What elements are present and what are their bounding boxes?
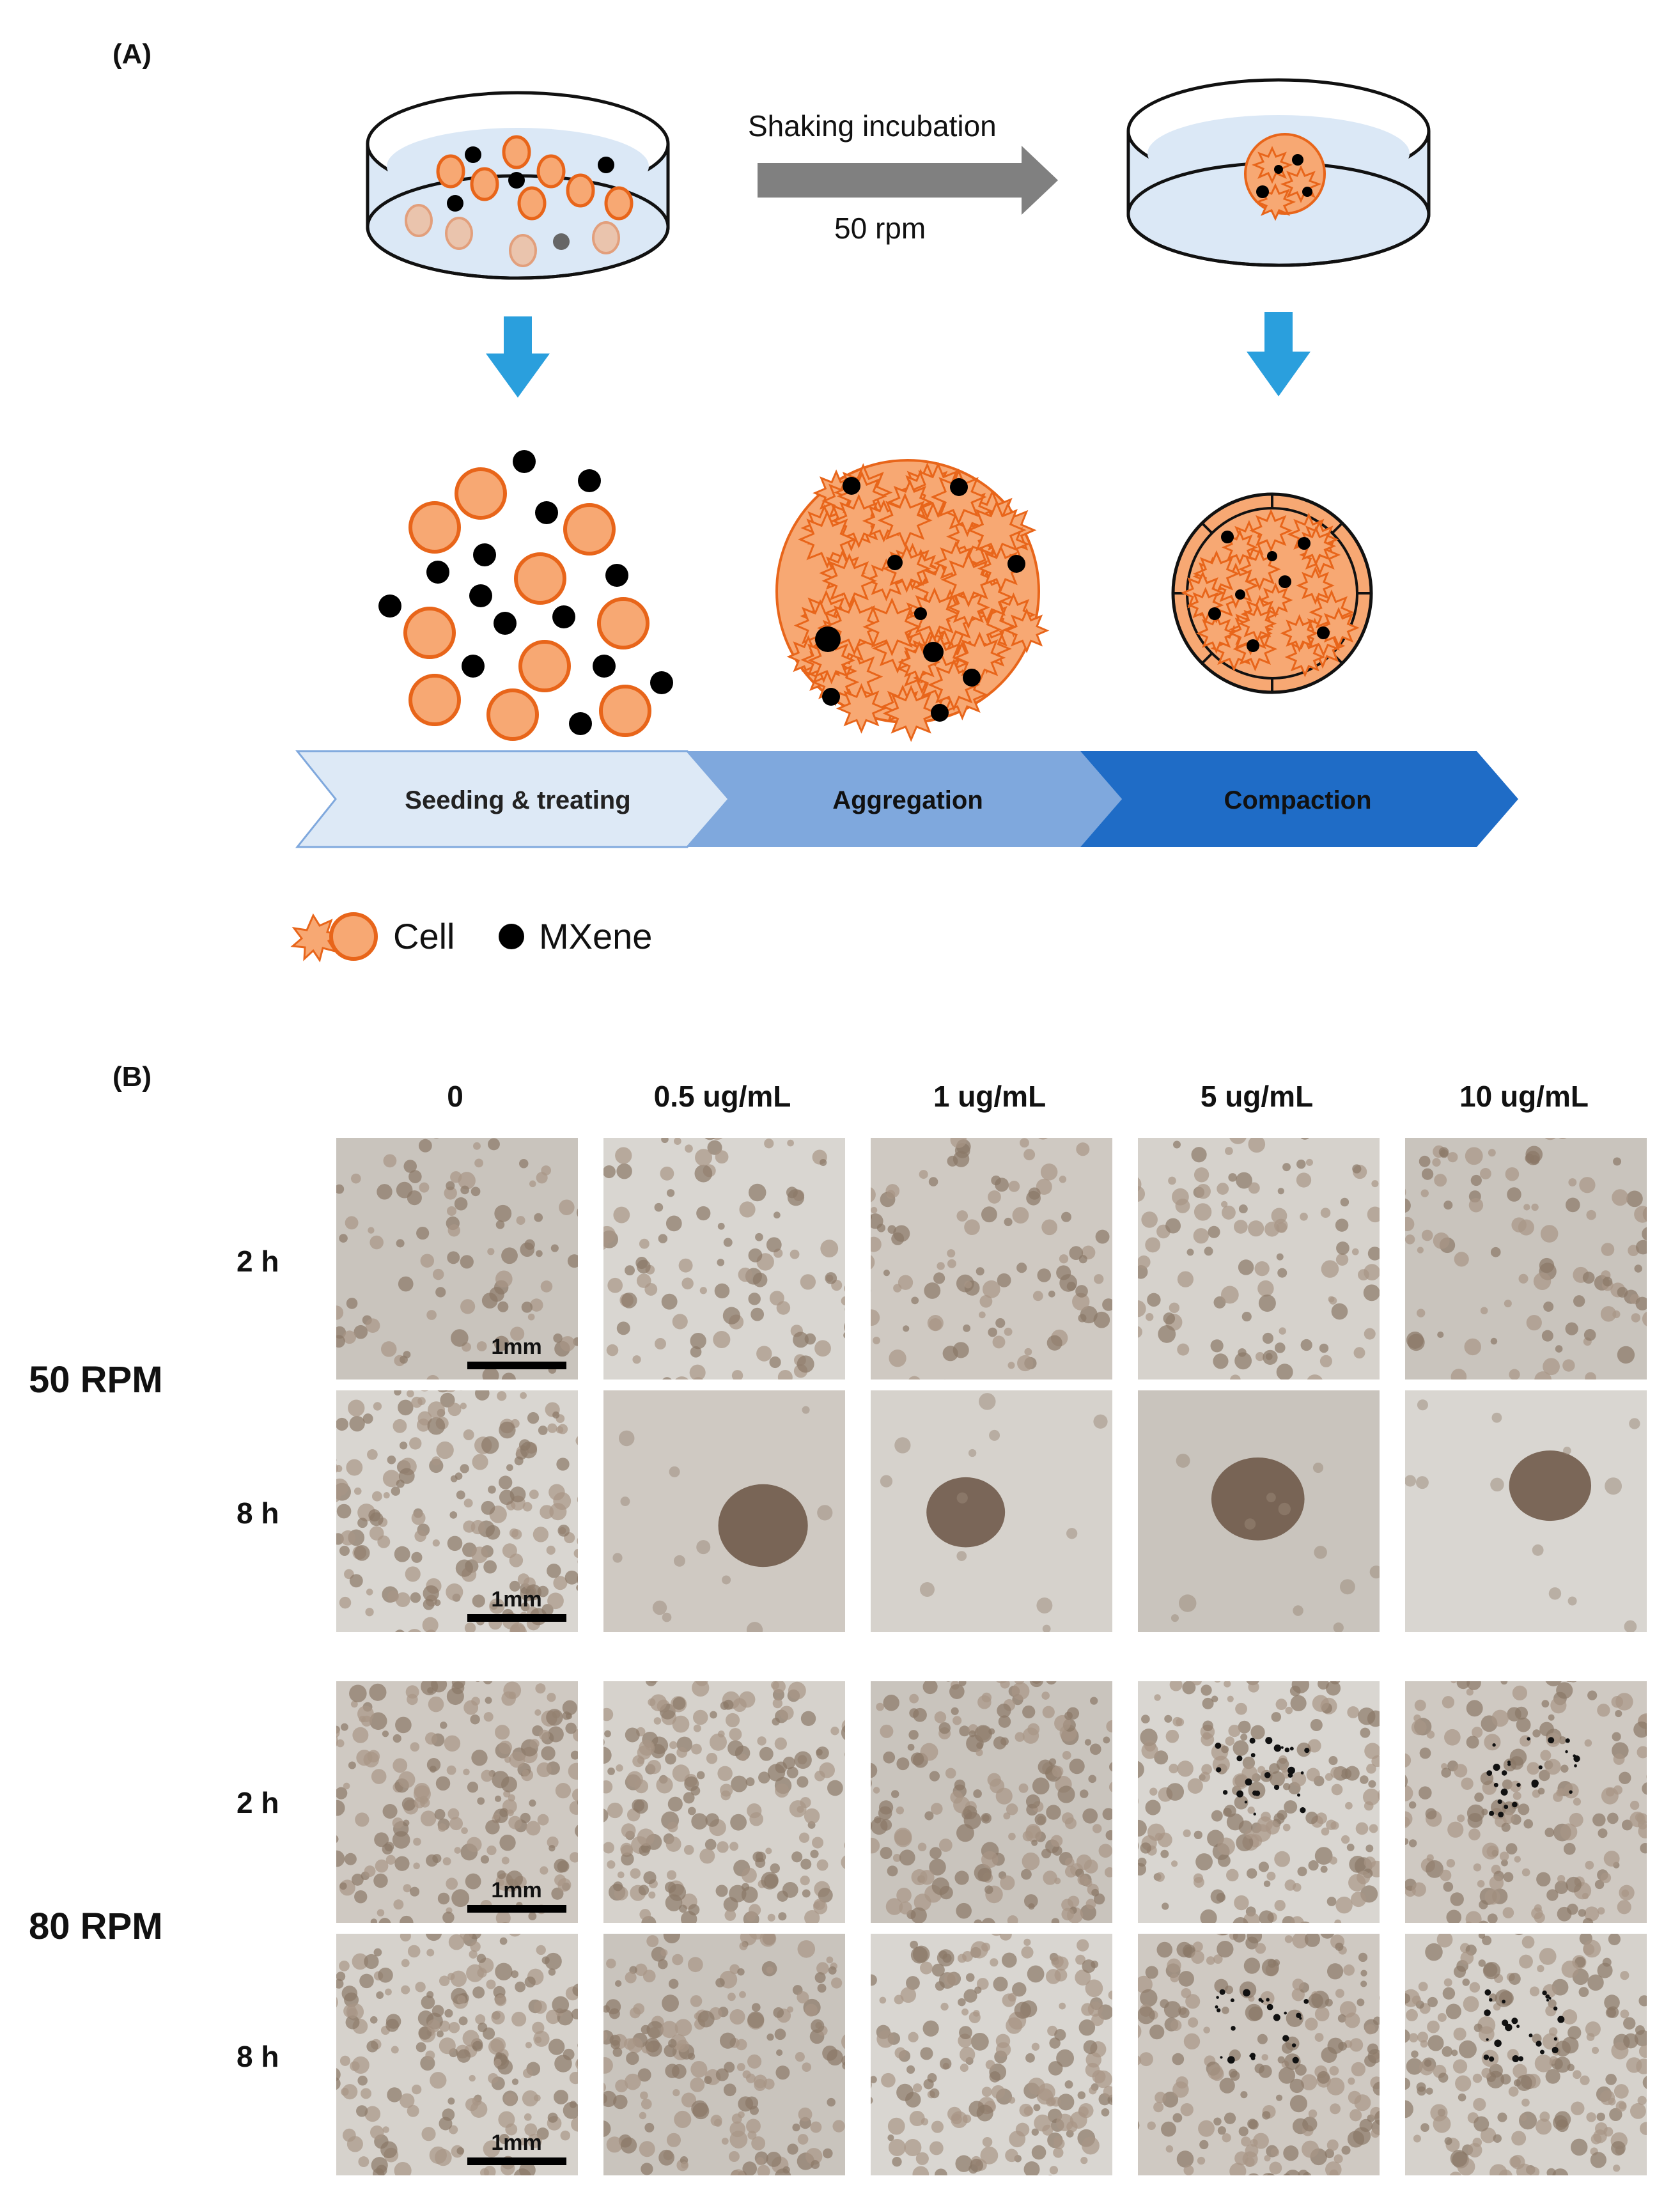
column-label-0-5: 0.5 ug/mL	[653, 1080, 791, 1113]
cell-burst	[877, 492, 933, 548]
cell-burst	[946, 586, 990, 630]
panel-a-label: (A)	[113, 38, 152, 70]
micrograph-r1-c3	[1138, 1390, 1380, 1632]
column-label-10: 10 ug/mL	[1459, 1080, 1589, 1113]
micrograph-r3-c2	[871, 1934, 1112, 2175]
micrograph-r2-c3	[1138, 1681, 1380, 1923]
column-label-0: 0	[447, 1080, 463, 1113]
legend-mxene-label: MXene	[539, 916, 653, 956]
legend-burst-icon	[290, 913, 341, 963]
cell-burst	[1295, 525, 1337, 566]
micrograph-r0-c4	[1405, 1138, 1647, 1380]
micrograph-r1-c4	[1405, 1390, 1647, 1632]
step-aggregation-label: Aggregation	[832, 786, 983, 814]
cell-burst	[1280, 614, 1319, 653]
legend-mxene-icon	[499, 924, 524, 949]
cell-burst	[821, 553, 877, 609]
down-arrow-left	[486, 316, 550, 398]
legend-cell-label: Cell	[393, 916, 455, 956]
cell-burst	[907, 587, 962, 642]
column-label-5: 5 ug/mL	[1200, 1080, 1314, 1113]
scale-bar	[467, 1362, 566, 1369]
cell-burst	[940, 552, 997, 608]
compaction-sphere	[1171, 492, 1373, 694]
row-label-50-8h: 8 h	[237, 1496, 279, 1530]
micrograph-r1-c2	[871, 1390, 1112, 1632]
cell-burst	[797, 509, 857, 569]
micrograph-r2-c2	[871, 1681, 1112, 1923]
step-compaction-shape	[1080, 751, 1518, 847]
cell-burst	[862, 597, 922, 657]
column-label-1: 1 ug/mL	[933, 1080, 1046, 1113]
micrograph-r1-c1	[603, 1390, 845, 1632]
cell-burst	[1238, 604, 1277, 643]
cell-burst	[1195, 612, 1237, 654]
row-label-80-8h: 8 h	[237, 2040, 279, 2073]
shaking-arrow	[758, 146, 1058, 215]
scale-bar-label: 1mm	[491, 1587, 541, 1612]
cell-burst	[1004, 607, 1050, 653]
down-arrow-right	[1247, 312, 1311, 396]
panel-a-diagram: Seeding & treating Aggregation Compactio…	[290, 78, 1518, 963]
scale-bar-label: 1mm	[491, 1878, 541, 1902]
micrograph-r1-c0: 1mm	[336, 1390, 578, 1632]
legend	[290, 912, 524, 963]
step-seeding-label: Seeding & treating	[405, 786, 630, 814]
group-label-80rpm: 80 RPM	[29, 1906, 163, 1947]
step-compaction-label: Compaction	[1224, 786, 1371, 814]
petri-dish-compaction	[1126, 78, 1431, 267]
step-chevrons: Seeding & treating Aggregation Compactio…	[295, 750, 1518, 848]
micrograph-r0-c1	[603, 1138, 845, 1380]
cell-burst	[930, 469, 987, 525]
shaking-label: Shaking incubation	[748, 109, 997, 143]
scale-bar	[467, 1905, 566, 1913]
scale-bar	[467, 1614, 566, 1622]
micrograph-r3-c0: 1mm	[336, 1934, 578, 2175]
scale-bar-label: 1mm	[491, 1335, 541, 1359]
micrograph-r2-c4	[1405, 1681, 1647, 1923]
cell-burst	[882, 685, 940, 742]
cell-burst	[1249, 508, 1293, 552]
micrograph-r0-c3	[1138, 1138, 1380, 1380]
scale-bar	[467, 2157, 566, 2165]
micrograph-r3-c4	[1405, 1934, 1647, 2175]
micrograph-r3-c1	[603, 1934, 845, 2175]
micrograph-r0-c0: 1mm	[336, 1138, 578, 1380]
cell-burst	[836, 683, 887, 734]
group-label-50rpm: 50 RPM	[29, 1359, 163, 1401]
row-label-80-2h: 2 h	[237, 1786, 279, 1819]
seeding-cells-mxene	[378, 450, 673, 741]
scale-bar-label: 1mm	[491, 2131, 541, 2155]
aggregation-cluster	[775, 459, 1050, 742]
micrograph-r2-c1	[603, 1681, 845, 1923]
cell-burst	[825, 596, 884, 656]
cell-burst	[1296, 566, 1335, 605]
micrograph-r0-c2	[871, 1138, 1112, 1380]
petri-dish-seeding	[366, 91, 670, 280]
row-label-50-2h: 2 h	[237, 1245, 279, 1278]
rpm-label: 50 rpm	[834, 212, 926, 245]
legend-cell-icon	[329, 912, 378, 961]
micrograph-r3-c3	[1138, 1934, 1380, 2175]
step-aggregation-shape	[687, 751, 1122, 847]
cell-burst	[1284, 637, 1326, 678]
micrograph-r2-c0: 1mm	[336, 1681, 578, 1923]
panel-b-label: (B)	[113, 1061, 152, 1092]
cell-burst	[967, 500, 1027, 560]
